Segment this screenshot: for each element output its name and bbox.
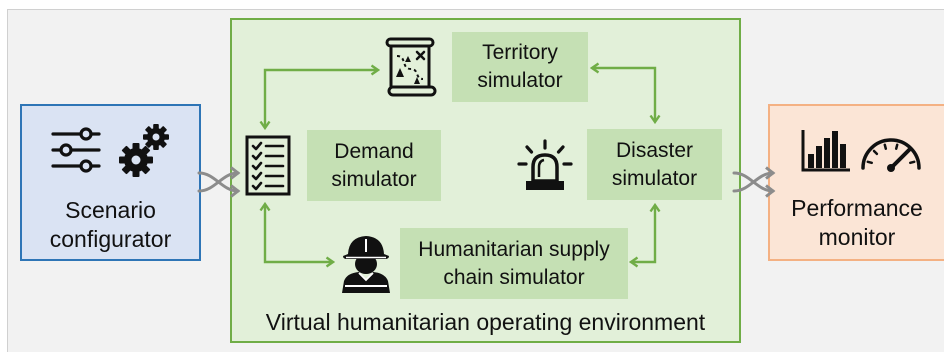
performance-monitor-box: Performance monitor: [768, 104, 944, 261]
siren-icon: [517, 139, 573, 190]
virtual-environment-label: Virtual humanitarian operating environme…: [265, 309, 706, 335]
speedometer-icon: [861, 138, 921, 172]
checklist-icon: [245, 135, 291, 196]
disaster-simulator-label-line-1: Disaster: [615, 138, 694, 162]
performance-monitor-label: Performance monitor: [770, 194, 944, 252]
disaster-simulator-box: Disaster simulator: [587, 129, 722, 200]
map-icon: [385, 37, 437, 97]
scenario-configurator-label-line-2: configurator: [49, 226, 172, 252]
rescue-worker-icon: [342, 236, 390, 293]
territory-simulator-label-line-2: simulator: [477, 69, 563, 92]
demand-simulator-label-line-2: simulator: [331, 167, 417, 191]
scenario-configurator-box: Scenario configurator: [20, 104, 201, 261]
disaster-simulator-label-line-2: simulator: [611, 166, 698, 190]
sliders-icon: [51, 127, 101, 173]
demand-simulator-label-line-1: Demand: [334, 139, 414, 163]
demand-simulator-box: Demand simulator: [307, 130, 441, 201]
scenario-configurator-label: Scenario configurator: [22, 196, 199, 254]
scenario-configurator-label-line-1: Scenario: [65, 197, 156, 223]
supply-chain-simulator-label-line-2: chain simulator: [443, 265, 585, 289]
virtual-environment-container: Territory simulator Demand simulator Dis…: [230, 18, 741, 343]
territory-simulator-box: Territory simulator: [452, 32, 588, 102]
supply-chain-simulator-label-line-1: Humanitarian supply: [418, 237, 610, 261]
performance-monitor-label-line-1: Performance: [791, 195, 923, 221]
bar-chart-icon: [801, 130, 850, 172]
gears-icon: [119, 124, 169, 177]
territory-simulator-label-line-1: Territory: [482, 41, 558, 64]
supply-chain-simulator-box: Humanitarian supply chain simulator: [400, 228, 628, 299]
performance-monitor-label-line-2: monitor: [818, 224, 896, 250]
